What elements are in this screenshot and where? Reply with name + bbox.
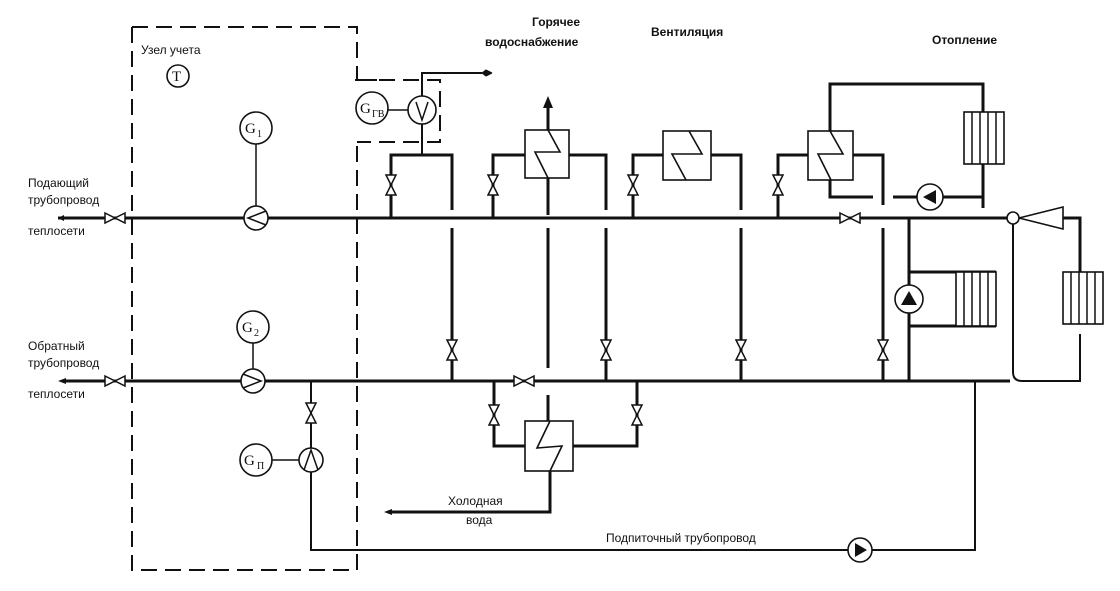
radiator-icon [1062, 271, 1104, 325]
hot-water-label-1: Горячее [532, 15, 580, 29]
return-main-pipe [58, 374, 1010, 388]
supply-pipe-label-1: Подающий [28, 176, 89, 190]
heat-exchanger-icon [807, 130, 854, 181]
temperature-sensor-label: T [172, 69, 181, 85]
hot-water-label-2: водоснабжение [485, 35, 579, 49]
heat-exchanger-icon [662, 130, 712, 181]
svg-text:G: G [244, 453, 255, 469]
supply-inlet-valve-icon [104, 211, 126, 225]
return-bypass-valve-icon [513, 374, 535, 388]
radiator-icon [963, 111, 1005, 165]
heat-exchanger-icon [524, 129, 570, 179]
makeup-pipe: G П [239, 381, 976, 563]
metering-unit-boundary [131, 26, 441, 571]
makeup-valve-icon [304, 402, 318, 424]
ventilation-label: Вентиляция [651, 25, 723, 39]
return-pipe-label-3: теплосети [28, 387, 85, 401]
heating-label: Отопление [932, 33, 997, 47]
elevator-nozzle-icon [1018, 205, 1064, 231]
makeup-pipe-label: Подпиточный трубопровод [606, 531, 756, 545]
hot-water-exchanger-upper [445, 96, 613, 381]
radiator-icon [955, 271, 997, 327]
hw-meter-valve-icon [384, 174, 398, 196]
heating-exchanger [771, 82, 1005, 381]
return-flowmeter: G 2 [236, 310, 270, 394]
heating-supply-valve-icon [839, 211, 861, 225]
elevator-jet-pump [1006, 205, 1104, 382]
heating-mixing-loop [894, 218, 997, 381]
return-pipe-label-2: трубопровод [28, 356, 99, 370]
supply-pipe-label-3: теплосети [28, 224, 85, 238]
heat-exchanger-icon [524, 420, 574, 472]
ventilation-exchanger [626, 130, 748, 381]
svg-text:G: G [360, 101, 371, 117]
hw-upper-valve-icon [486, 174, 500, 196]
temperature-sensor: T [166, 64, 190, 88]
elevator-node-icon [1006, 211, 1020, 225]
return-outlet-valve-icon [104, 374, 126, 388]
hot-water-exchanger-lower [384, 381, 644, 515]
cold-water-label-2: вода [466, 513, 493, 527]
cold-water-label-1: Холодная [448, 494, 503, 508]
hot-water-meter-branch: G ГВ [355, 69, 493, 218]
svg-text:G: G [242, 320, 253, 336]
svg-text:ГВ: ГВ [372, 109, 385, 120]
supply-main-pipe [58, 211, 1010, 225]
supply-pipe-label-2: трубопровод [28, 193, 99, 207]
metering-unit-label: Узел учета [141, 43, 201, 57]
svg-text:2: 2 [254, 328, 259, 339]
supply-flowmeter: G 1 [239, 111, 273, 231]
svg-text:П: П [257, 461, 264, 472]
svg-text:1: 1 [257, 129, 262, 140]
return-pipe-label-1: Обратный [28, 339, 85, 353]
svg-text:G: G [245, 121, 256, 137]
